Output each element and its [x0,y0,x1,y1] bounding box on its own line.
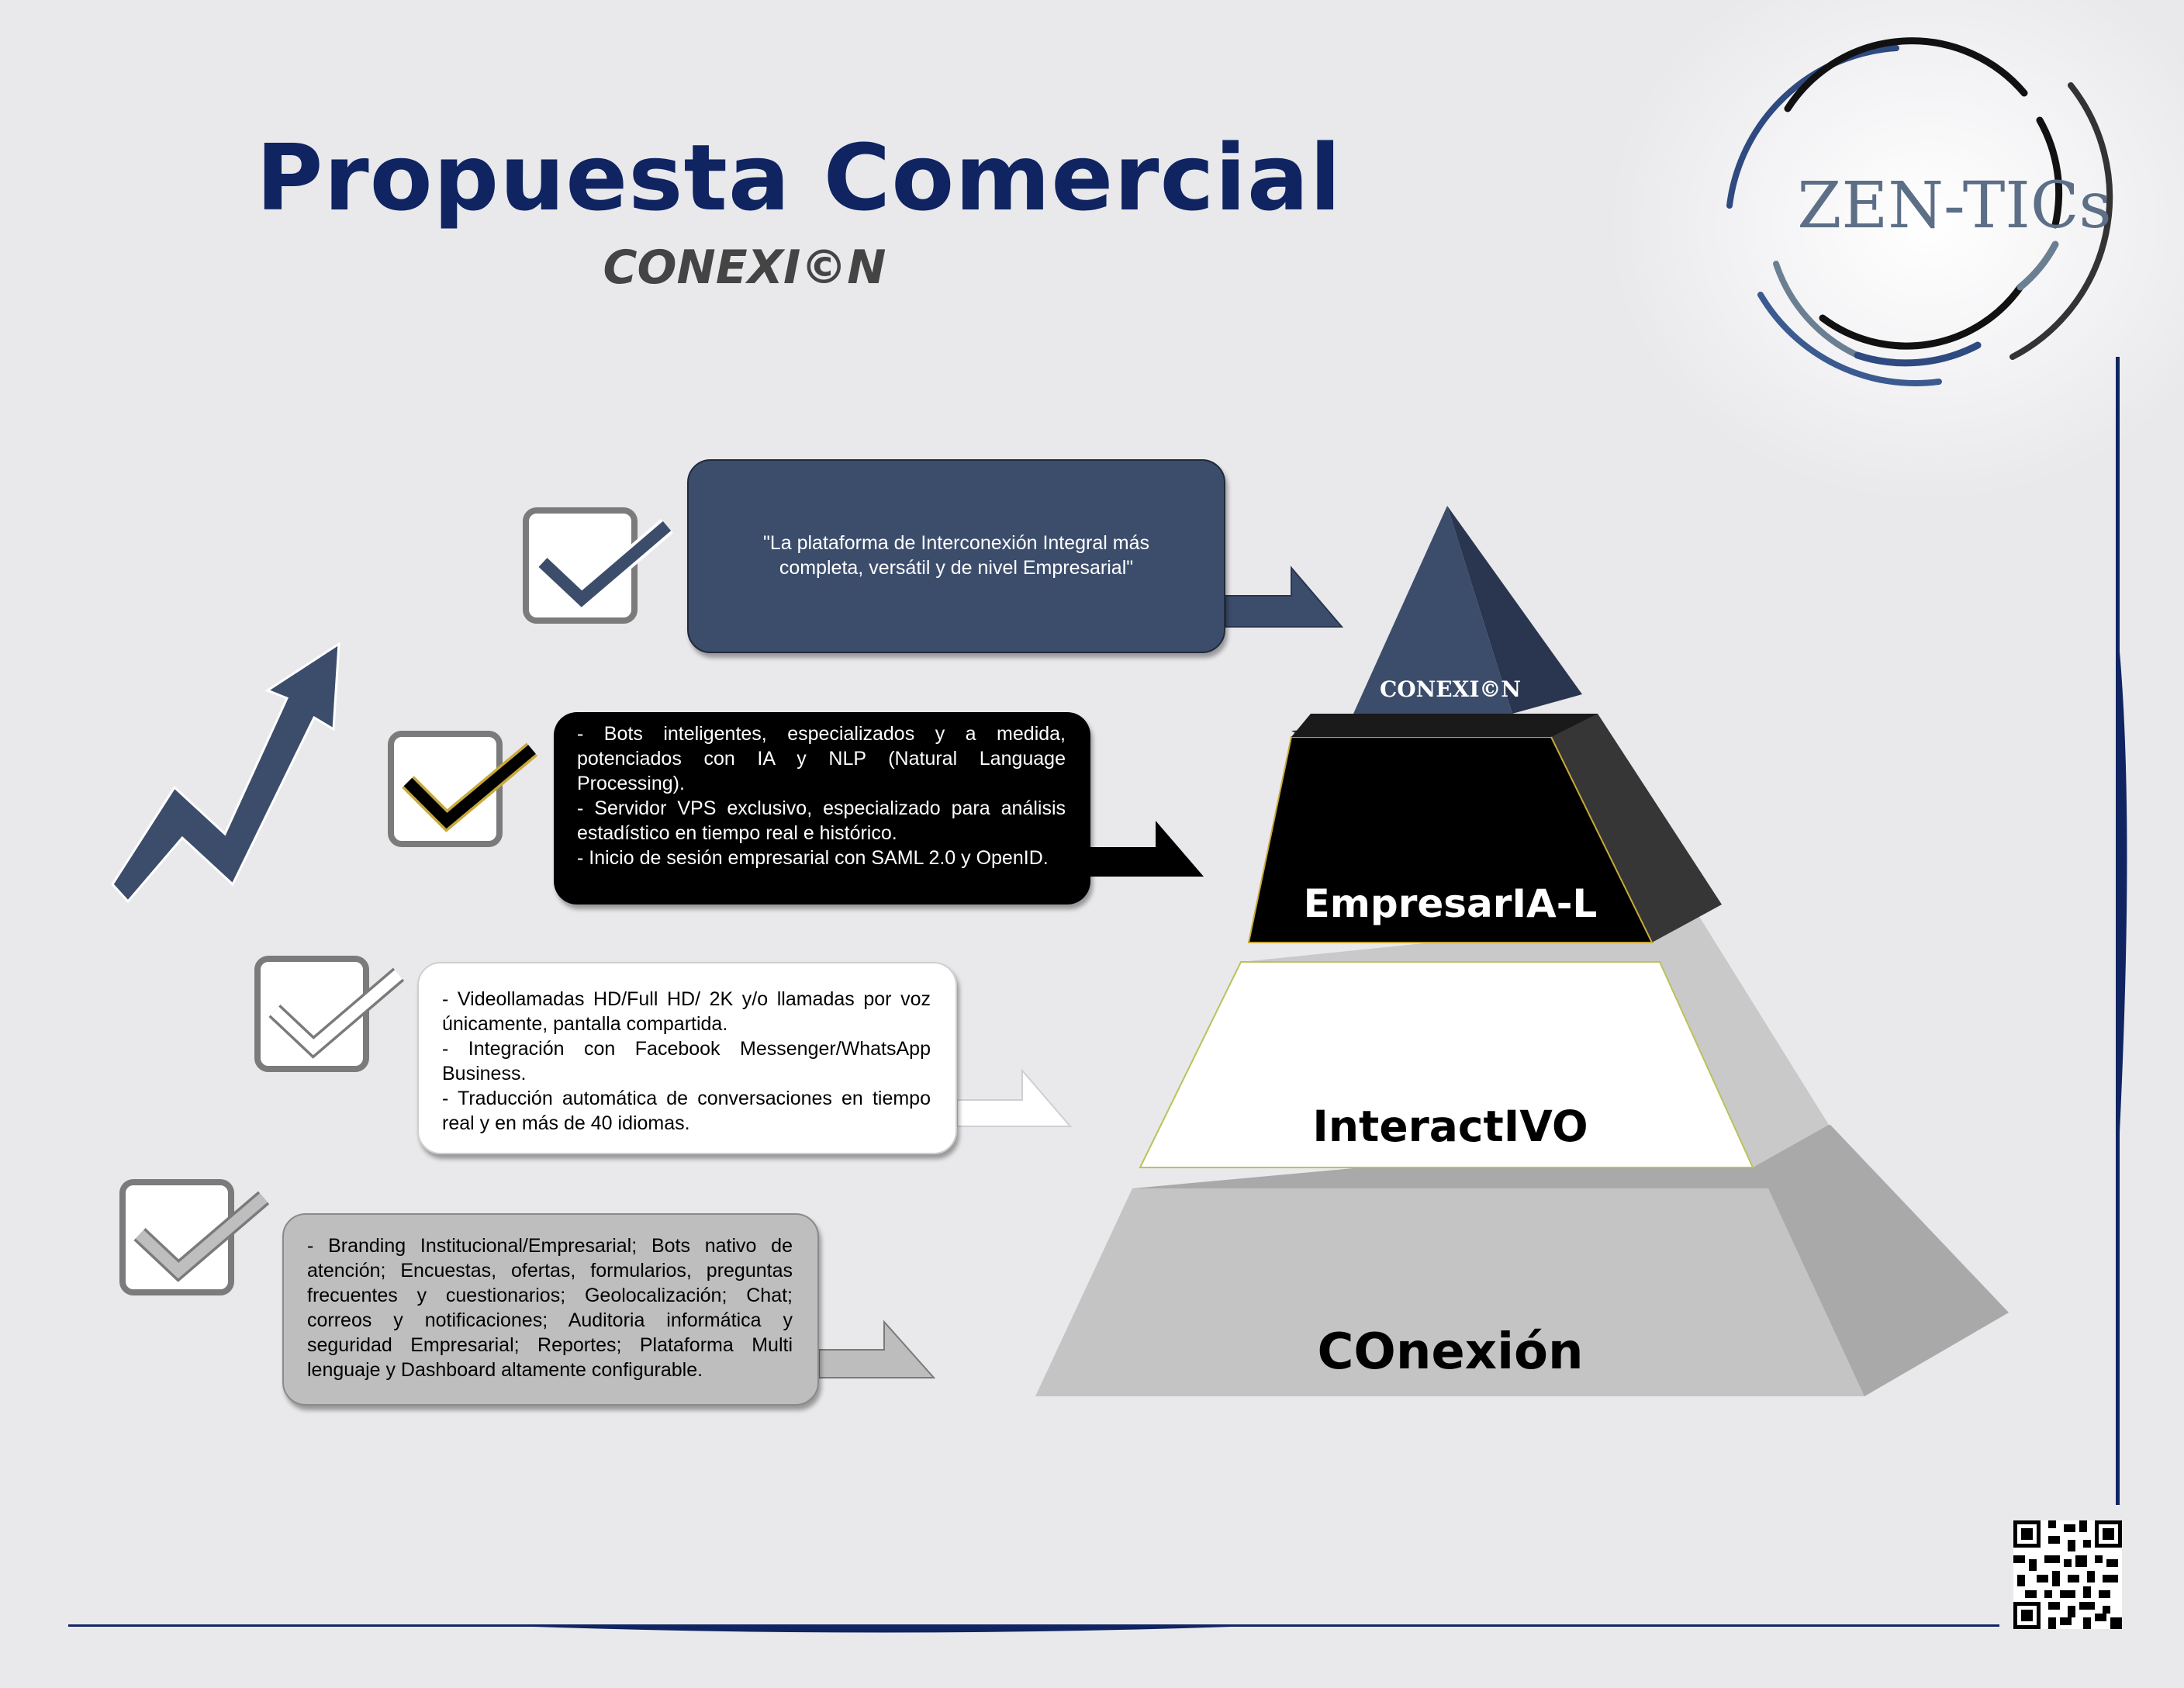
logo-inner-arc-left [1773,261,1861,358]
logo-inner-arc-dark [1819,283,2024,350]
logo-inner-arc-top [1784,37,2028,112]
trend-up-arrow-icon [111,642,340,904]
feature-box-1: "La plataforma de Interconexión Integral… [687,459,1225,653]
feature-box-2: - Bots inteligentes, especializados y a … [554,712,1090,905]
connector-arrow-1 [1225,566,1344,628]
logo-outer-arc-right [2009,82,2113,360]
logo-inner-arc-grey [2016,240,2059,291]
logo-glow [1613,0,2184,496]
logo-text: ZEN-TICs [1797,169,2112,243]
pyramid-label-2: EmpresarIA-L [1303,881,1598,926]
logo-outer-arc-bottom [1757,292,1942,386]
zen-tics-logo [1726,37,2113,386]
pyramid-level-1 [1353,506,1582,714]
connector-arrow-2 [1090,821,1204,877]
pyramid-level-4 [1035,1125,2009,1396]
checkmark-icon [523,507,673,624]
feature-text-3: - Videollamadas HD/Full HD/ 2K y/o llama… [442,988,931,1134]
bottom-accent-line [68,1624,1999,1633]
checkmark-icon [388,731,538,847]
logo-inner-arc-right [2036,116,2063,229]
pyramid-label-1: CONEXI©N [1379,676,1522,702]
pyramid-label-4: COnexión [1317,1323,1584,1381]
page-subtitle: CONEXI©N [603,240,886,295]
checkmark-icon [254,956,405,1072]
feature-text-2: - Bots inteligentes, especializados y a … [577,723,1066,869]
page-title: Propuesta Comercial [256,124,1342,231]
feature-text-4: - Branding Institucional/Empresarial; Bo… [307,1235,793,1381]
pyramid-level-2 [1247,714,1722,943]
logo-inner-arc-bottom [1854,341,1982,367]
feature-box-3: - Videollamadas HD/Full HD/ 2K y/o llama… [417,962,957,1154]
pyramid-level-3 [1139,915,1829,1168]
connector-arrow-3 [956,1068,1073,1127]
connector-arrow-4 [818,1320,936,1378]
logo-outer-arc-blue [1726,45,1899,209]
feature-text-1: "La plataforma de Interconexión Integral… [762,532,1150,579]
feature-box-4: - Branding Institucional/Empresarial; Bo… [282,1213,819,1406]
qr-code-icon [2013,1520,2122,1629]
right-accent-bar [2116,357,2127,1505]
pyramid-label-3: InteractIVO [1312,1102,1588,1151]
checkmark-icon [119,1179,270,1295]
